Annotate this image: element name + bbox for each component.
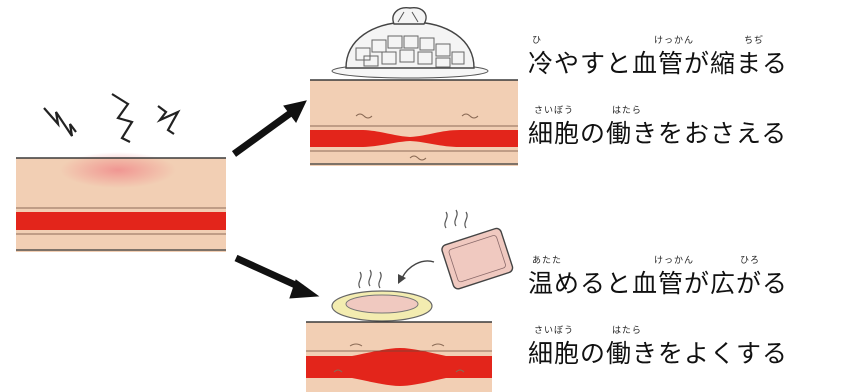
towel-hot-compress xyxy=(332,270,432,321)
cold-caption-line1: ひ けっかん ちぢ 冷やすと血管が縮まる xyxy=(528,44,788,80)
warmed-tissue xyxy=(306,322,492,392)
ice-bag-icon xyxy=(332,8,488,78)
ruby-hatara: はたら xyxy=(612,103,642,116)
injured-tissue xyxy=(16,152,226,252)
warm-caption-line2: さいぼう はたら 細胞の働きをよくする xyxy=(528,334,788,370)
cooled-tissue xyxy=(310,80,518,166)
cold-caption-text: 冷やすと血管が縮まる xyxy=(528,49,788,78)
cold-caption-line2: さいぼう はたら 細胞の働きをおさえる xyxy=(528,114,787,150)
ruby-hiro: ひろ xyxy=(740,253,760,266)
ruby-chidi: ちぢ xyxy=(744,33,764,46)
ruby-kekkan: けっかん xyxy=(654,33,694,46)
hot-pack-icon xyxy=(398,210,514,290)
pain-lightning-icon xyxy=(44,94,178,142)
warm-caption-text: 細胞の働きをよくする xyxy=(528,339,788,368)
ruby-atata: あたた xyxy=(532,253,562,266)
warm-caption-text: 温めると血管が広がる xyxy=(528,269,788,298)
arrow-icon xyxy=(234,101,306,154)
ruby-kekkan: けっかん xyxy=(654,253,694,266)
ruby-saibou: さいぼう xyxy=(534,323,574,336)
cold-caption-text: 細胞の働きをおさえる xyxy=(528,119,787,148)
ruby-hatara: はたら xyxy=(612,323,642,336)
ruby-saibou: さいぼう xyxy=(534,103,574,116)
warm-caption-line1: あたた けっかん ひろ 温めると血管が広がる xyxy=(528,264,788,300)
ruby-hi: ひ xyxy=(532,33,542,46)
blood-vessel xyxy=(16,212,226,230)
arrow-icon xyxy=(236,258,318,298)
